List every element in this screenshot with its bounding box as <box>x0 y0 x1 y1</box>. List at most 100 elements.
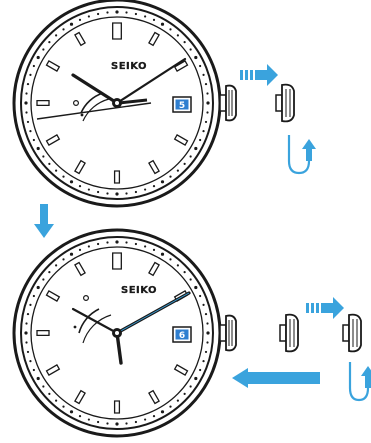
bezel-dot <box>36 376 40 381</box>
bezel-dot <box>69 252 74 256</box>
bezel-dot <box>62 28 65 31</box>
bezel-dot <box>48 162 51 165</box>
hour-index <box>45 134 61 146</box>
bezel-dot <box>32 138 35 142</box>
bezel-dot <box>29 73 32 76</box>
bezel-dot <box>152 415 156 418</box>
bezel-dot <box>115 192 119 196</box>
bezel-dot <box>29 303 32 306</box>
watch-step-2: SEIKO 6 <box>12 228 237 438</box>
bezel-dot <box>202 73 205 76</box>
bezel-dot <box>26 82 30 86</box>
bezel-dot <box>87 418 90 421</box>
bezel-dots <box>24 240 210 426</box>
bezel-dot <box>199 138 202 142</box>
arrow-right-icon <box>306 297 344 319</box>
hour-index <box>45 290 61 302</box>
bezel-dot <box>55 169 58 172</box>
date-value: 6 <box>179 331 185 341</box>
bezel-dot <box>194 55 198 60</box>
bezel-dot <box>204 312 208 316</box>
watch-hands <box>71 291 191 365</box>
bezel-dots <box>24 10 210 196</box>
bezel-dot <box>106 422 109 425</box>
bezel-dot <box>62 405 65 408</box>
bezel-dot <box>183 271 186 274</box>
bezel-dot <box>125 192 128 195</box>
bezel-dot <box>183 162 186 165</box>
bezel-dot <box>29 360 32 363</box>
bezel-dot <box>36 55 40 60</box>
hour-index <box>74 389 86 405</box>
bezel-dot <box>55 264 58 267</box>
hour-index <box>45 60 61 72</box>
bezel-dot <box>199 368 202 372</box>
power-reserve-indicator <box>73 294 112 344</box>
bezel-dot <box>42 278 45 281</box>
bezel-dot <box>29 130 32 133</box>
bezel-dot <box>32 368 35 372</box>
bezel-dot <box>194 285 198 290</box>
bezel-dot <box>42 48 45 51</box>
bezel-dot <box>125 241 128 244</box>
bezel-dot <box>106 241 109 244</box>
bezel-dot <box>204 82 208 86</box>
bezel-dot <box>202 360 205 363</box>
bezel-dot <box>42 385 45 388</box>
bezel-dot <box>183 41 186 44</box>
bezel-dot <box>189 155 192 158</box>
bezel-dot <box>25 341 28 344</box>
hour-index <box>113 170 121 184</box>
bezel-dot <box>206 101 210 105</box>
rotate-arrow-icon <box>348 362 371 402</box>
bezel-dot <box>134 242 138 246</box>
bezel-dot <box>152 18 156 21</box>
brand-logo: SEIKO <box>111 61 147 72</box>
bezel-dot <box>32 294 35 298</box>
bezel-dot <box>194 376 198 381</box>
bezel-dot <box>176 169 179 172</box>
bezel-dot <box>96 12 100 16</box>
hour-indices <box>36 22 189 184</box>
bezel-dot <box>96 420 100 424</box>
arrow-left-icon <box>232 368 320 388</box>
bezel-dot <box>206 341 209 344</box>
bezel-dot <box>134 420 138 424</box>
bezel-dot <box>32 64 35 68</box>
bezel-dot <box>26 350 30 354</box>
hour-index <box>112 22 122 40</box>
hour-index <box>148 261 160 277</box>
bezel-dot <box>152 248 156 251</box>
crown-icon <box>279 313 299 353</box>
bezel-dot <box>176 399 179 402</box>
bezel-dot <box>62 258 65 261</box>
watch-case <box>12 0 222 208</box>
bezel-dot <box>189 48 192 51</box>
bezel-dot <box>160 252 165 256</box>
hour-index <box>36 99 50 107</box>
bezel-dot <box>78 185 82 188</box>
bezel-dot <box>24 331 28 335</box>
arrow-down-icon <box>34 204 54 238</box>
bezel-dot <box>26 120 30 124</box>
bezel-dot <box>87 245 90 248</box>
bezel-dot <box>169 258 172 261</box>
hour-index <box>173 134 189 146</box>
bezel-dot <box>204 120 208 124</box>
bezel-dot <box>189 385 192 388</box>
bezel-dot <box>87 188 90 191</box>
crown-icon <box>219 314 237 352</box>
rotate-arrow-icon <box>287 135 316 175</box>
bezel-dot <box>62 175 65 178</box>
bezel-dot <box>176 264 179 267</box>
bezel-dot <box>206 92 209 95</box>
bezel-dot <box>69 410 74 414</box>
crown-icon <box>342 313 362 353</box>
bezel-dot <box>183 392 186 395</box>
bezel-dot <box>24 101 28 105</box>
bezel-dot <box>69 22 74 26</box>
bezel-dot <box>125 422 128 425</box>
bezel-dot <box>78 248 82 251</box>
